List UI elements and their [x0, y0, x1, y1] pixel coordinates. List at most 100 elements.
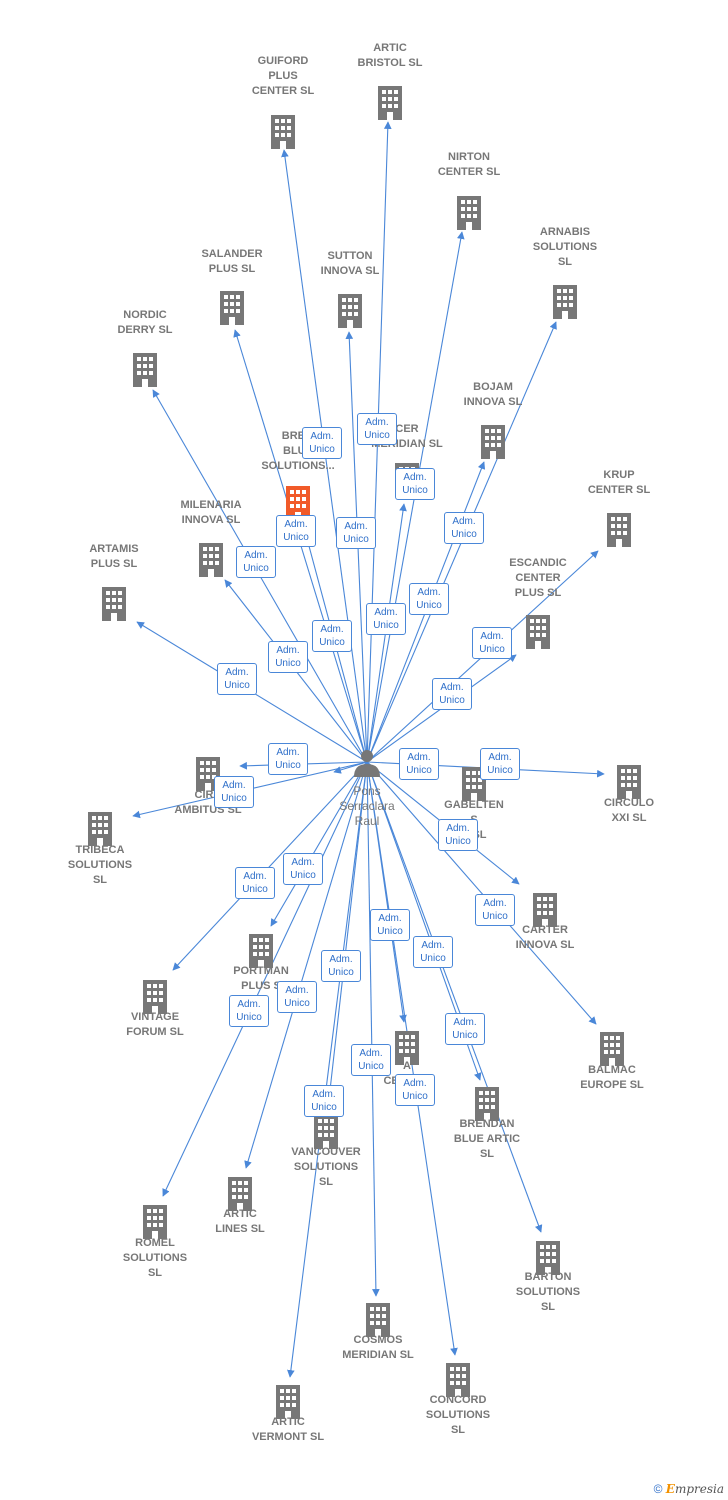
edge-role-label[interactable]: Adm.Unico [432, 678, 472, 710]
edge-role-label[interactable]: Adm.Unico [235, 867, 275, 899]
company-building-icon[interactable] [228, 1177, 252, 1211]
edge-role-line: Adm. [403, 472, 427, 483]
edge-role-line: Adm. [440, 682, 464, 693]
company-building-icon[interactable] [366, 1303, 390, 1337]
edge-role-label[interactable]: Adm.Unico [357, 413, 397, 445]
edge-role-label[interactable]: Adm.Unico [366, 603, 406, 635]
edge-role-line: Adm. [344, 521, 368, 532]
edge-role-label[interactable]: Adm.Unico [302, 427, 342, 459]
company-building-icon[interactable] [533, 893, 557, 927]
company-building-icon[interactable] [88, 812, 112, 846]
company-building-icon[interactable] [271, 115, 295, 149]
edge-role-label[interactable]: Adm.Unico [268, 641, 308, 673]
edge-role-label[interactable]: Adm.Unico [395, 1074, 435, 1106]
company-building-icon[interactable] [143, 1205, 167, 1239]
company-building-icon[interactable] [199, 543, 223, 577]
edge-role-label[interactable]: Adm.Unico [445, 1013, 485, 1045]
company-building-icon[interactable] [526, 615, 550, 649]
edge-role-label[interactable]: Adm. Unico [395, 468, 435, 500]
edge-role-label[interactable]: Adm.Unico [351, 1044, 391, 1076]
company-building-icon[interactable] [338, 294, 362, 328]
company-label-line: SL [92, 874, 108, 886]
edge-role-line: Unico [416, 600, 442, 611]
company-building-icon[interactable] [220, 291, 244, 325]
edge-role-label[interactable]: Adm.Unico [217, 663, 257, 695]
company-label-line: PLUS SL [90, 558, 138, 570]
company-building-icon[interactable] [133, 353, 157, 387]
edge-role-label[interactable]: Adm.Unico [444, 512, 484, 544]
company-label-bojam[interactable]: BOJAM INNOVA SL [464, 380, 523, 410]
company-label-salander[interactable]: SALANDER PLUS SL [201, 247, 262, 277]
edge-role-label[interactable]: Adm.Unico [312, 620, 352, 652]
company-building-icon[interactable] [143, 980, 167, 1014]
company-label-line: SALANDER [201, 248, 263, 260]
edge-role-label[interactable]: Adm.Unico [472, 627, 512, 659]
company-building-icon[interactable] [475, 1087, 499, 1121]
edge-role-line: Unico [402, 1091, 428, 1102]
edge-role-label[interactable]: Adm.Unico [370, 909, 410, 941]
company-building-icon[interactable] [600, 1032, 624, 1066]
edge-role-label[interactable]: Adm.Unico [236, 546, 276, 578]
edge-role-line: Unico [311, 1102, 337, 1113]
company-label-line: SL [540, 1301, 556, 1313]
person-icon[interactable] [354, 750, 380, 777]
company-building-icon[interactable] [276, 1385, 300, 1419]
company-label-line: PLUS SL [208, 263, 256, 275]
edge-role-label[interactable]: Adm.Unico [304, 1085, 344, 1117]
company-building-icon[interactable] [378, 86, 402, 120]
company-label-line: SOLUTIONS [67, 859, 133, 871]
edge-role-label[interactable]: Adm.Unico [283, 853, 323, 885]
footer-brand[interactable]: © Empresia [654, 1482, 724, 1496]
edge-role-label[interactable]: Adm.Unico [409, 583, 449, 615]
company-building-icon[interactable] [102, 587, 126, 621]
edge-role-label[interactable]: Adm.Unico [480, 748, 520, 780]
company-building-icon[interactable] [617, 765, 641, 799]
company-label-line: INNOVA SL [463, 396, 523, 408]
edge-role-label[interactable]: Adm.Unico [214, 776, 254, 808]
edge-role-line: Unico [402, 485, 428, 496]
edge-role-label[interactable]: Adm.Unico [336, 517, 376, 549]
edge-role-label[interactable]: Adm.Unico [321, 950, 361, 982]
edge-role-label[interactable]: Adm.Unico [229, 995, 269, 1027]
edge-role-line: Adm. [374, 607, 398, 618]
edge-role-label[interactable]: Adm.Unico [399, 748, 439, 780]
edge-role-label[interactable]: Adm.Unico [276, 515, 316, 547]
company-building-icon[interactable] [457, 196, 481, 230]
company-building-icon[interactable] [314, 1115, 338, 1149]
company-building-icon[interactable] [607, 513, 631, 547]
company-building-icon[interactable] [446, 1363, 470, 1397]
company-building-icon[interactable] [553, 285, 577, 319]
company-building-icon[interactable] [249, 934, 273, 968]
edge-role-label[interactable]: Adm.Unico [268, 743, 308, 775]
edge-role-label[interactable]: Adm.Unico [475, 894, 515, 926]
edge-role-label[interactable]: Adm.Unico [438, 819, 478, 851]
company-building-icon[interactable] [481, 425, 505, 459]
edge-role-label[interactable]: Adm.Unico [413, 936, 453, 968]
edge-role-label[interactable]: Adm.Unico [277, 981, 317, 1013]
company-label-line: BOJAM [473, 381, 513, 393]
